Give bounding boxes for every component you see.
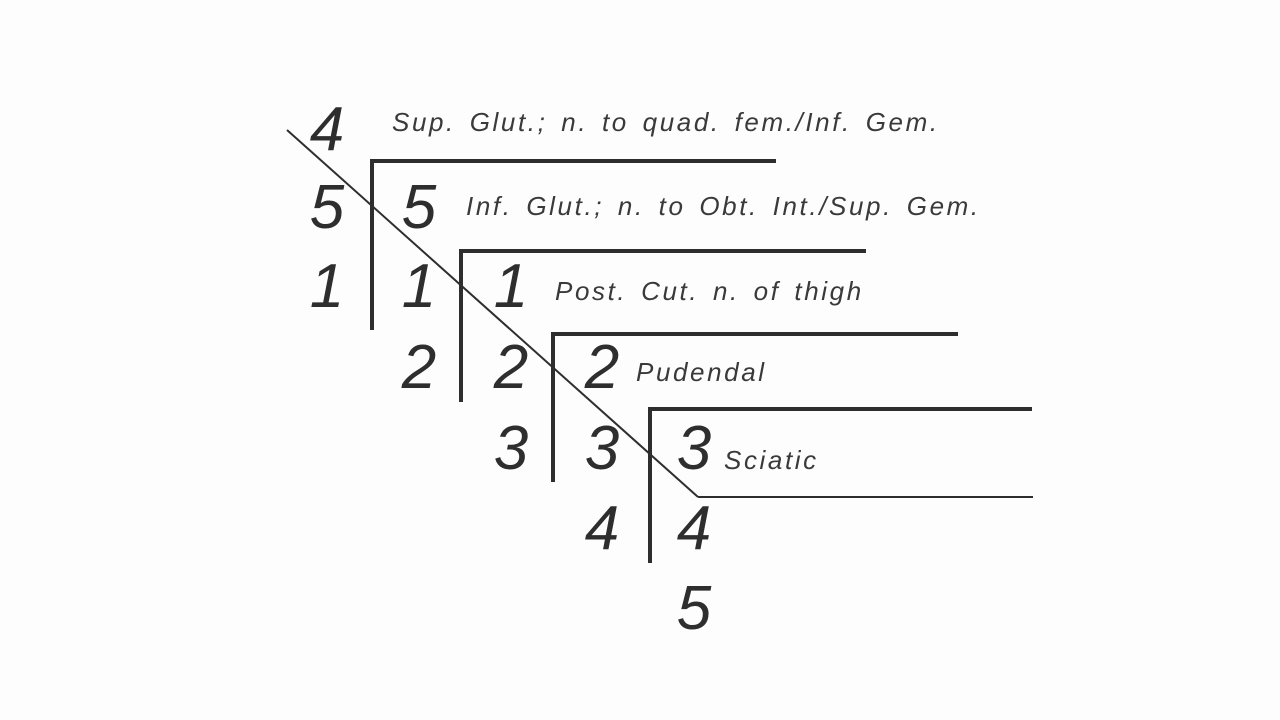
root-number-col1-3: 1: [309, 252, 345, 321]
root-number-col2-3: 2: [401, 333, 437, 402]
root-number-col1-1: 4: [309, 95, 345, 164]
root-number-col1-2: 5: [309, 173, 345, 242]
root-number-col5-1: 3: [676, 414, 712, 483]
root-number-col2-1: 5: [401, 173, 437, 242]
root-number-col5-3: 5: [676, 574, 712, 643]
root-number-col4-3: 4: [584, 494, 620, 563]
label-sciatic: Sciatic: [724, 445, 819, 475]
root-number-col3-2: 2: [493, 333, 529, 402]
root-number-col3-3: 3: [493, 414, 529, 483]
label-superior-gluteal: Sup. Glut.; n. to quad. fem./Inf. Gem.: [392, 107, 940, 137]
bracket-superior-gluteal: [370, 159, 776, 330]
root-number-col4-2: 3: [584, 414, 620, 483]
diagonal-line: [286, 129, 699, 498]
label-inferior-gluteal: Inf. Glut.; n. to Obt. Int./Sup. Gem.: [466, 191, 981, 221]
root-number-col2-2: 1: [401, 252, 437, 321]
label-posterior-cutaneous: Post. Cut. n. of thigh: [555, 276, 864, 306]
bracket-inferior-gluteal: [459, 249, 866, 402]
root-number-col5-2: 4: [676, 494, 712, 563]
label-pudendal: Pudendal: [636, 357, 767, 387]
bracket-pudendal: [648, 407, 1032, 563]
bracket-posterior-cutaneous: [551, 332, 958, 482]
root-number-col3-1: 1: [493, 252, 529, 321]
root-number-col4-1: 2: [584, 333, 620, 402]
